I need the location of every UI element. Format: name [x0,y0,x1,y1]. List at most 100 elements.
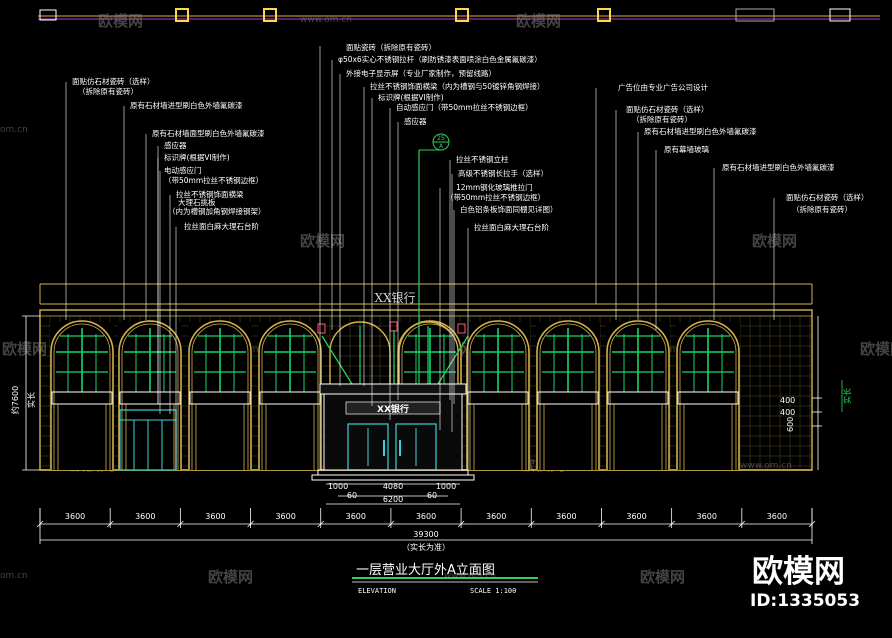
entrance-side-a: 1000 [328,482,348,491]
right-annotation-group: 广告位由专业广告公司设计 面贴仿石材瓷砖（选样） （拆除原有瓷砖） 原有石材墙进… [618,82,869,214]
entrance-total: 4080 [383,482,403,491]
drawing-title-block: 一层营业大厅外A立面图 ELEVATION SCALE 1:100 [352,563,538,595]
left-annotation: 标识牌(根据VI制作) [164,152,230,162]
top-strip-block [829,8,851,22]
top-strip-block [735,8,775,22]
left-annotation: （内为槽钢加角钢焊接钢架） [168,206,266,216]
bank-sign: XX银行 [374,291,415,305]
left-annotation: 电动感应门 [164,165,202,175]
right-dim: 600 [786,417,795,432]
center-annotation: 自动感应门（带50mm拉丝不锈钢边框） [396,102,533,112]
logo-id: ID:1335053 [750,591,860,611]
left-annotation: 面贴仿石材瓷砖（选样） [72,76,155,86]
arched-window [676,320,740,470]
scale-label: SCALE 1:100 [470,587,516,595]
dimension-tick [317,520,325,528]
watermark-brand: 欧模网 [98,12,143,30]
total-length-note: （实长为准） [402,542,450,552]
window-arch-frame [536,320,600,470]
right-annotation: 原有幕墙玻璃 [664,144,709,154]
right-annotation: （拆除原有瓷砖） [632,114,692,124]
window-sill-band [189,391,251,405]
marker-bottom: A [439,143,444,150]
watermark-brand: 欧模网 [860,340,892,358]
arched-window [118,320,182,470]
right-annotation: 原有石材墙进型刷白色外墙氟碳漆 [722,162,835,172]
window-arch-frame [50,320,114,470]
entrance-arch-frame [397,321,459,384]
right-dim: 400 [780,396,795,405]
left-annotation: 感应器 [164,140,187,150]
right-annotation: 广告位由专业广告公司设计 [618,82,708,92]
canopy-sign: XX银行 [377,403,409,415]
top-strip-block [263,8,277,22]
center-annotation: 外接电子显示屏（专业厂家制作，预留线路） [346,68,496,78]
annotation-leaders [65,46,775,474]
arched-window [536,320,600,470]
left-annotation: 拉丝不锈钢饰面横梁 [176,189,244,199]
window-arch-frame [466,320,530,470]
center-annotation: 高级不锈钢长拉手（选样） [458,168,548,178]
left-annotation-group: 面贴仿石材瓷砖（选样） （拆除原有瓷砖） 原有石材墙进型刷白色外墙氟碳漆 原有石… [72,76,266,231]
right-annotation: （拆除原有瓷砖） [792,204,852,214]
center-annotation: 拉丝不锈钢立柱 [456,154,509,164]
top-strip-block [175,8,189,22]
dimension-value: 3600 [626,512,646,521]
watermark-brand: 欧模网 [752,232,797,250]
dimension-tick [387,520,395,528]
window-sill-band [677,391,739,405]
watermark-brand: 欧模网 [2,340,47,358]
dimension-value: 3600 [65,512,85,521]
arched-window [606,320,670,470]
dimension-value: 3600 [416,512,436,521]
watermark-brand: 欧模网 [208,568,253,586]
window-arch-frame [118,320,182,470]
watermark-domain: www.om.cn [300,15,352,25]
left-annotation: （拆除原有瓷砖） [78,86,138,96]
window-arch-frame [469,323,527,470]
entrance-step [311,474,475,481]
center-annotation: 面贴瓷砖（拆除原有瓷砖） [346,42,436,52]
dimension-value: 3600 [275,512,295,521]
canopy-tie-rod [437,335,469,385]
dimension-value: 3600 [697,512,717,521]
left-annotation: 原有石材墙面型刷白色外墙氟碳漆 [152,128,265,138]
dimension-tick [527,520,535,528]
canopy-beam [319,383,467,395]
window-sill-band [607,391,669,405]
window-arch-frame [121,323,179,470]
left-annotation: 原有石材墙进型刷白色外墙氟碳漆 [130,100,243,110]
canopy-tie-rod [321,335,353,385]
window-arch-frame [676,320,740,470]
logo-text: 欧模网 [752,554,845,590]
total-length: 39300 [413,530,438,539]
dimension-value: 3600 [767,512,787,521]
dimension-value: 3600 [486,512,506,521]
window-arch-frame [261,323,319,470]
left-annotation: 大理石挑板 [178,197,216,207]
center-annotation-group: 面贴瓷砖（拆除原有瓷砖） φ50x6实心不锈钢拉杆（刷防锈漆表面喷涂白色金属氟碳… [338,42,558,232]
entrance-arch [329,321,459,384]
dimension-value: 3600 [346,512,366,521]
dimension-tick [668,520,675,528]
dimension-value: 3600 [556,512,576,521]
arched-window [258,320,322,470]
watermark-domain: om.cn [0,125,28,135]
center-annotation: 白色铝条板饰面同棚见详图） [460,204,558,214]
left-height-note: 实长 [26,392,36,408]
building-facade: XX银行 XX银行 [39,283,813,481]
window-arch-frame [606,320,670,470]
marker-top: 25 [437,135,445,142]
rod-anchor [457,323,466,334]
left-height-dimension: 约7600 实长 [10,315,40,471]
dimension-tick [106,520,114,528]
dimension-value: 3600 [135,512,155,521]
window-sill-band [51,391,113,405]
top-strip [38,8,880,22]
left-height-value: 约7600 [10,386,20,414]
center-annotation: 标识牌(根据VI制作) [378,92,444,102]
arched-windows [50,320,740,470]
window-arch-frame [191,323,249,470]
right-dim: 400 [780,408,795,417]
